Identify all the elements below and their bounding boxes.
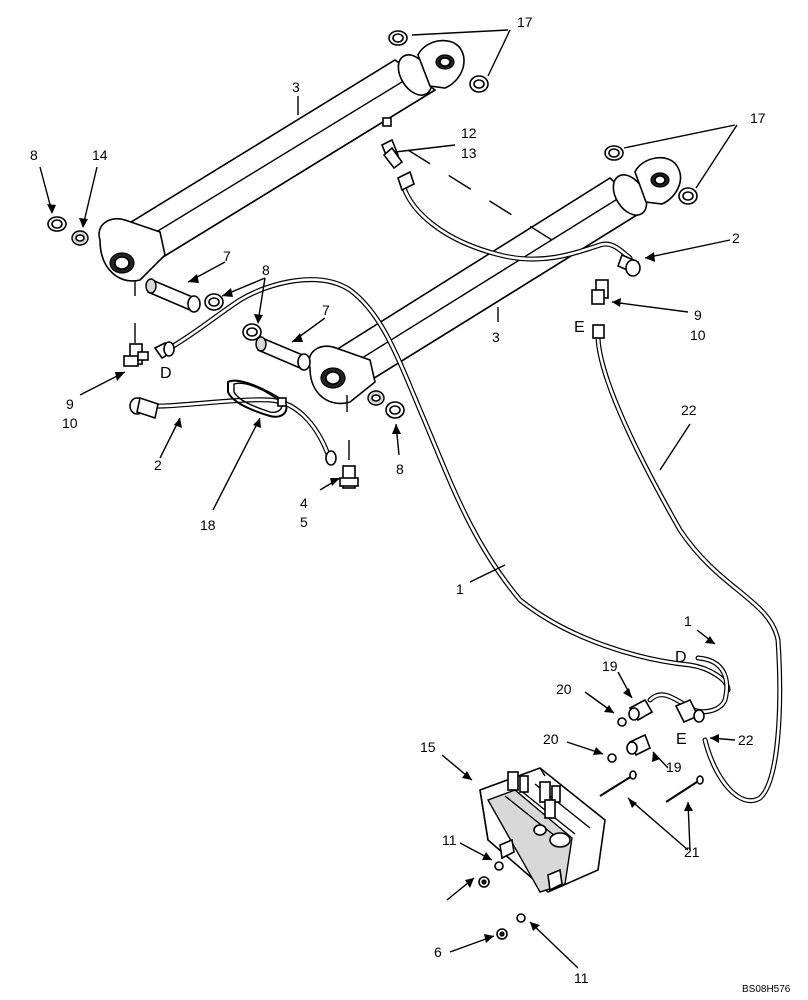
callout-2-left: 2 xyxy=(154,457,162,473)
valve-fittings-19-20 xyxy=(607,698,705,763)
tee-fitting-9-10-left xyxy=(123,323,175,367)
callout-12: 12 xyxy=(461,125,477,141)
alignment-centerline xyxy=(407,149,561,246)
callout-5: 5 xyxy=(300,514,308,530)
callout-19-bottom: 19 xyxy=(666,759,682,775)
connection-e-bottom: E xyxy=(676,731,687,748)
callout-1-right: 1 xyxy=(684,613,692,629)
callout-22-top: 22 xyxy=(681,402,697,418)
o-ring-17-set xyxy=(388,30,698,205)
hose-clamp-18 xyxy=(227,379,288,418)
callout-17-top: 17 xyxy=(517,14,533,30)
nuts-washers-6-11 xyxy=(478,861,526,940)
callout-10-left: 10 xyxy=(62,415,78,431)
callout-4: 4 xyxy=(300,495,308,511)
callout-17-right: 17 xyxy=(750,110,766,126)
tee-fitting-9-10-right xyxy=(591,253,641,339)
callout-6: 6 xyxy=(434,944,442,960)
pivot-pin-7-set xyxy=(145,278,311,371)
callout-14: 14 xyxy=(92,147,108,163)
hose-end-fitting-left xyxy=(129,396,159,420)
callout-8-top-left: 8 xyxy=(30,147,38,163)
callout-7-left: 7 xyxy=(223,248,231,264)
callout-8-mid: 8 xyxy=(262,262,270,278)
lift-cylinder-lower xyxy=(308,156,682,412)
connection-e-top: E xyxy=(574,319,585,336)
washer-8-14-set xyxy=(47,216,405,419)
lift-cylinder-upper xyxy=(98,39,465,296)
callout-2-right: 2 xyxy=(732,230,740,246)
callout-20-bottom: 20 xyxy=(543,731,559,747)
callout-8-bottom: 8 xyxy=(396,461,404,477)
callout-11-top: 11 xyxy=(442,832,457,848)
callout-3-lower: 3 xyxy=(492,329,500,345)
callout-leaders xyxy=(39,29,738,969)
mounting-bolts-21 xyxy=(599,770,704,803)
callout-10-right: 10 xyxy=(690,327,706,343)
fitting-12-13 xyxy=(380,138,415,192)
fitting-4-5 xyxy=(325,440,359,489)
callout-9-right: 9 xyxy=(694,307,702,323)
callout-22-bottom: 22 xyxy=(738,732,754,748)
callout-21: 21 xyxy=(684,844,700,860)
callout-3-upper: 3 xyxy=(292,79,300,95)
callout-arrowheads xyxy=(47,204,719,943)
callout-1-left: 1 xyxy=(456,581,464,597)
hydraulic-hoses xyxy=(137,185,783,804)
callout-18: 18 xyxy=(200,517,216,533)
callout-11-bottom: 11 xyxy=(574,970,589,986)
callout-7-right: 7 xyxy=(322,302,330,318)
connection-d-left: D xyxy=(160,365,172,382)
callout-15: 15 xyxy=(420,739,436,755)
control-valve-15 xyxy=(479,767,606,893)
callout-19-top: 19 xyxy=(602,658,618,674)
connection-d-right: D xyxy=(675,649,687,666)
callout-numbers: 17 3 12 13 17 8 14 2 7 8 7 9 10 3 9 10 2… xyxy=(30,14,766,986)
callout-13: 13 xyxy=(461,145,477,161)
drawing-reference-code: BS08H576 xyxy=(742,984,791,995)
connection-marks: D E D E xyxy=(160,319,687,748)
callout-20-top: 20 xyxy=(556,681,572,697)
callout-9-left: 9 xyxy=(66,396,74,412)
